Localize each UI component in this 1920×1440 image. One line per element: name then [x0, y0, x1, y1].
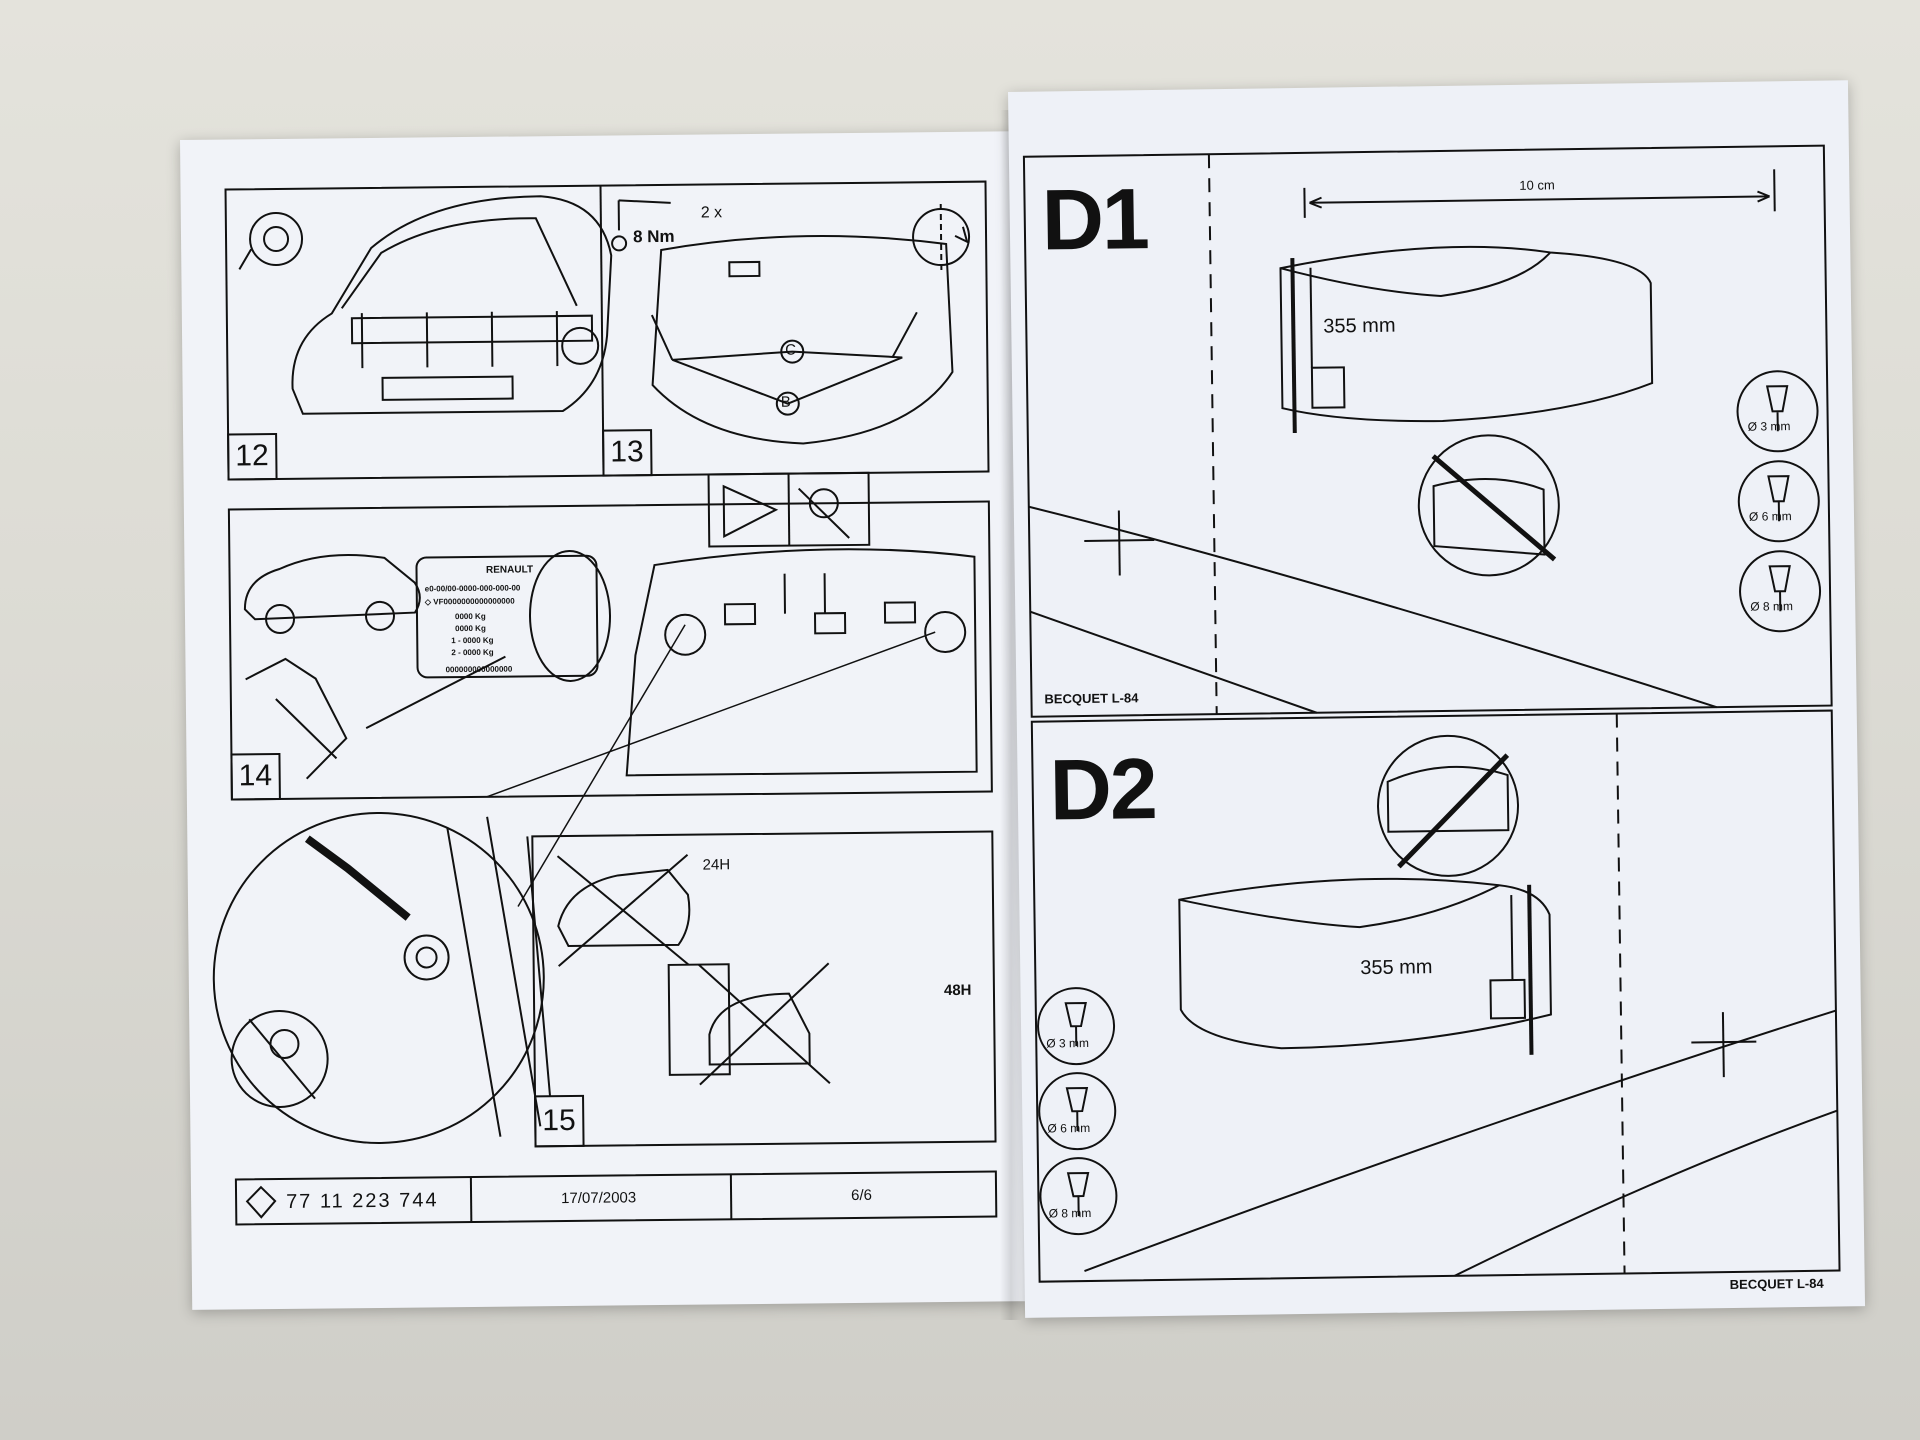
no-glue-icon — [230, 1010, 329, 1109]
wait-48h: 48H — [943, 981, 972, 1000]
right-page: D1 10 cm 355 mm Ø 3 mm Ø 6 mm Ø 8 mm BEC… — [1008, 80, 1866, 1318]
callout-b: B — [780, 393, 791, 411]
callout-c: C — [785, 341, 797, 359]
d1-drill-6-icon — [1737, 460, 1820, 543]
plate-detail-circle — [529, 549, 612, 682]
door-jamb-sketch — [245, 657, 348, 780]
d1-drill-8-label: Ø 8 mm — [1750, 599, 1794, 614]
d1-forbidden-circle — [1417, 434, 1560, 577]
car-side-drawing — [243, 553, 421, 621]
plate-line-7: 000000000000000 — [445, 664, 513, 675]
d1-10cm-label: 10 cm — [1519, 177, 1555, 193]
d2-drill-3-icon — [1037, 987, 1116, 1066]
renault-logo-icon — [245, 1185, 277, 1219]
car-rear-drawing — [291, 195, 613, 415]
d1-footer: BECQUET L-84 — [1044, 690, 1139, 707]
wait-24h: 24H — [702, 856, 731, 874]
d1-drill-3-label: Ø 3 mm — [1747, 419, 1791, 434]
tape-roll-icon — [249, 211, 304, 266]
part-number: 77 11 223 744 — [286, 1189, 439, 1213]
d2-drill-3-label: Ø 3 mm — [1046, 1035, 1090, 1051]
d1-10cm-arrow — [1309, 195, 1770, 204]
car-wash-drawing — [667, 963, 731, 1076]
d2-drill-6-icon — [1038, 1072, 1117, 1151]
plate-line-2: ◇ VF0000000000000000 — [424, 596, 515, 607]
left-page: 12 13 8 Nm 2 x C B 14 RENAULT e0-00/00-0… — [180, 131, 1027, 1310]
trunk-open-drawing — [625, 548, 978, 777]
d2-trunk-lid — [1178, 877, 1552, 1050]
d2-frame — [1030, 709, 1841, 1283]
d1-drill-8-icon — [1739, 550, 1822, 633]
section-d2-title: D2 — [1049, 741, 1157, 839]
panel-12-number: 12 — [235, 439, 269, 473]
glue-pot-icon — [808, 488, 839, 519]
panel-14-number: 14 — [238, 759, 273, 793]
trunk-lid-drawing — [651, 235, 954, 445]
d1-drill-6-label: Ø 6 mm — [1748, 509, 1792, 524]
car-no-wash-drawing — [557, 868, 691, 947]
id-plate-text: RENAULT e0-00/00-0000-000-000-00 ◇ VF000… — [424, 564, 595, 675]
d2-forbidden-circle — [1377, 734, 1520, 877]
footer-date: 17/07/2003 — [561, 1189, 637, 1208]
plate-line-3: 0000 Kg — [454, 611, 486, 622]
panel-15-frame — [531, 830, 997, 1148]
d2-drill-8-label: Ø 8 mm — [1048, 1205, 1092, 1221]
d1-trunk-lid — [1279, 245, 1654, 423]
plate-line-4: 0000 Kg — [455, 623, 486, 634]
magnifier-circle — [212, 811, 545, 1144]
panel-14-frame — [227, 500, 993, 801]
d1-frame — [1022, 144, 1833, 718]
plate-brand: RENAULT — [485, 564, 534, 576]
count-label: 2 x — [700, 204, 723, 222]
left-page-drawings — [212, 180, 998, 1226]
d2-measure-label: 355 mm — [1360, 956, 1433, 980]
warning-triangle-icon — [722, 484, 779, 538]
plate-line-5: 1 - 0000 Kg — [451, 635, 494, 646]
id-plate — [415, 554, 599, 679]
plate-line-6: 2 - 0000 Kg — [451, 647, 494, 658]
torque-label: 8 Nm — [632, 226, 675, 247]
footer-box — [234, 1170, 998, 1226]
d1-drill-3-icon — [1736, 370, 1819, 453]
panel-15-number: 15 — [542, 1103, 576, 1138]
section-d1-title: D1 — [1041, 171, 1149, 269]
d1-measure-label: 355 mm — [1323, 314, 1396, 338]
d2-drill-6-label: Ø 6 mm — [1047, 1120, 1091, 1136]
d2-drill-8-icon — [1039, 1157, 1118, 1236]
d2-footer: BECQUET L-84 — [1729, 1275, 1824, 1293]
footer-page: 6/6 — [851, 1186, 873, 1205]
plate-line-1: e0-00/00-0000-000-000-00 — [424, 583, 521, 594]
panel-13-number: 13 — [610, 435, 644, 469]
right-page-drawings — [1022, 144, 1841, 1283]
